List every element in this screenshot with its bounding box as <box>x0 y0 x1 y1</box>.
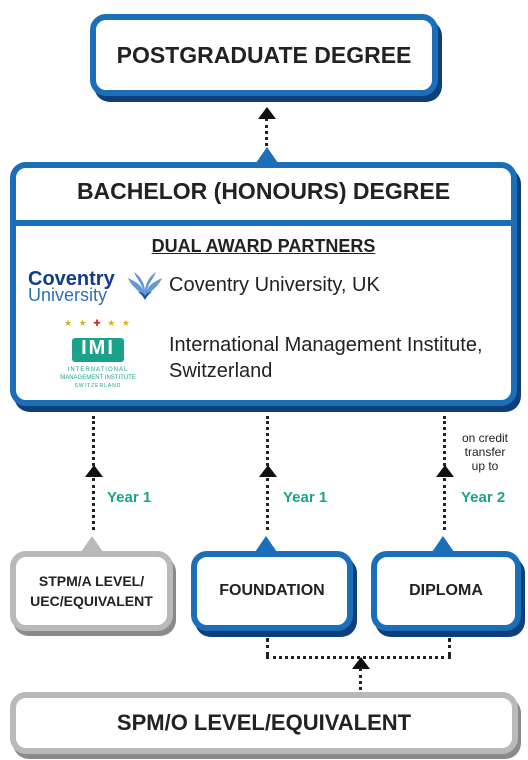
diploma-note-line1: on credit <box>461 431 509 445</box>
connector-foundation <box>266 416 269 472</box>
partner-imi-name-line2: Switzerland <box>169 360 273 382</box>
year-label-stpm: Year 1 <box>107 489 152 506</box>
connector-base <box>359 668 362 690</box>
partners-heading: DUAL AWARD PARTNERS <box>151 236 376 256</box>
stpm-box: STPM/A LEVEL/ UEC/EQUIVALENT <box>10 551 173 631</box>
connector-stpm <box>92 416 95 472</box>
connector-diploma-lower <box>443 478 446 530</box>
connector-diploma-down <box>448 638 451 656</box>
partner-coventry-name: Coventry University, UK <box>169 274 380 296</box>
connector-stpm-lower <box>92 478 95 530</box>
spm-label: SPM/O LEVEL/EQUIVALENT <box>116 710 412 735</box>
imi-stars: ★ ★ ✚ ★ ★ <box>64 318 132 328</box>
year-label-diploma: Year 2 <box>461 489 506 506</box>
connector-diploma <box>443 416 446 472</box>
arrow-up-icon <box>258 107 276 119</box>
postgraduate-label: POSTGRADUATE DEGREE <box>116 41 412 68</box>
foundation-box: FOUNDATION <box>191 551 353 631</box>
imi-logo-word2: INTERNATIONAL <box>67 367 129 373</box>
phoenix-icon <box>128 272 162 300</box>
imi-logo-word3: MANAGEMENT INSTITUTE <box>60 375 136 381</box>
connector-bachelor-postgrad <box>265 118 268 146</box>
diploma-note-line3: up to <box>471 459 499 473</box>
imi-logo-badge <box>72 338 124 362</box>
postgraduate-degree-box: POSTGRADUATE DEGREE <box>90 14 438 96</box>
partner-imi-name-line1: International Management Institute, <box>169 334 483 356</box>
bachelor-notch <box>256 147 278 163</box>
year-label-foundation: Year 1 <box>283 489 328 506</box>
diploma-note-line2: transfer <box>464 445 506 459</box>
connector-foundation-lower <box>266 478 269 530</box>
stpm-label-line2: UEC/EQUIVALENT <box>30 593 153 609</box>
coventry-logo-word2: University <box>28 285 108 305</box>
arrow-up-icon <box>85 465 103 477</box>
bachelor-degree-box: BACHELOR (HONOURS) DEGREE DUAL AWARD PAR… <box>10 162 517 406</box>
diploma-label: DIPLOMA <box>409 582 483 599</box>
imi-logo-word1: IMI <box>81 337 115 359</box>
connector-foundation-down <box>266 638 269 656</box>
title-divider <box>10 220 517 226</box>
coventry-logo-word1: Coventry <box>28 268 115 290</box>
foundation-notch <box>255 536 277 552</box>
imi-logo-word4: SWITZERLAND <box>74 383 122 389</box>
stpm-notch <box>81 536 103 552</box>
coventry-logo: Coventry University <box>28 268 168 308</box>
diploma-box: DIPLOMA <box>371 551 521 631</box>
arrow-up-icon <box>259 465 277 477</box>
imi-logo: ★ ★ ✚ ★ ★ IMI INTERNATIONAL MANAGEMENT I… <box>50 318 146 396</box>
foundation-label: FOUNDATION <box>219 582 325 599</box>
spm-box: SPM/O LEVEL/EQUIVALENT <box>10 692 518 754</box>
arrow-up-icon <box>436 465 454 477</box>
stpm-label-line1: STPM/A LEVEL/ <box>38 573 145 589</box>
bachelor-title: BACHELOR (HONOURS) DEGREE <box>76 178 451 204</box>
arrow-up-icon <box>352 657 370 669</box>
diploma-notch <box>432 536 454 552</box>
